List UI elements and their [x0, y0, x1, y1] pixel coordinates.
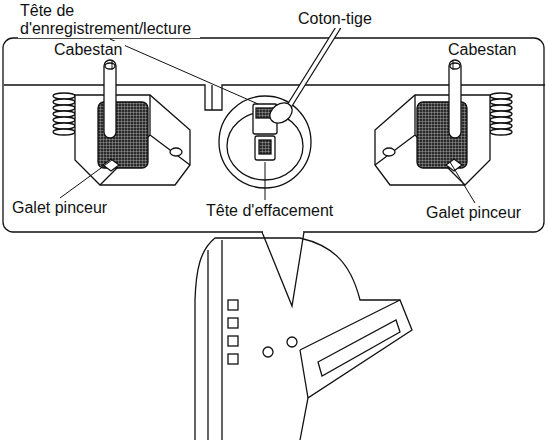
part-label: Galet pinceur [10, 199, 109, 217]
part-label: Cabestan [446, 41, 519, 59]
part-label: Cabestan [52, 41, 125, 59]
part-label: Tête d'effacement [204, 202, 335, 220]
part-label: Coton-tige [296, 10, 374, 28]
part-label: Galet pinceur [424, 204, 523, 222]
head-label: Tête de d'enregistrement/lecture [18, 2, 200, 38]
